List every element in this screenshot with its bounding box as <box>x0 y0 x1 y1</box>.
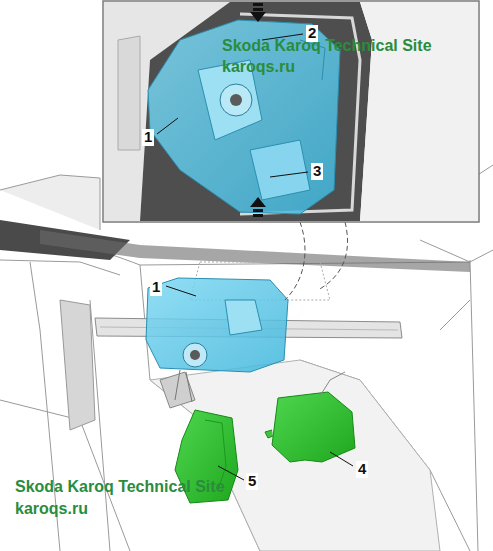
tail-light-lower <box>146 278 288 402</box>
callout-number: 1 <box>142 129 154 146</box>
watermark: karoqs.ru <box>222 58 295 76</box>
leader-lines <box>157 34 353 480</box>
trim-strip <box>95 262 402 338</box>
cover-4 <box>265 372 355 462</box>
trunk-floor <box>0 220 470 551</box>
zoom-leader <box>318 222 348 290</box>
watermark: Skoda Karoq Technical Site <box>222 37 432 55</box>
callout-number: 3 <box>311 163 323 180</box>
zoom-leader <box>285 222 305 300</box>
press-arrow <box>250 3 266 217</box>
callout-number: 4 <box>356 461 368 478</box>
callout-number: 1 <box>150 279 162 296</box>
watermark: Skoda Karoq Technical Site <box>15 478 225 496</box>
detail-inset <box>103 1 479 222</box>
watermark: karoqs.ru <box>15 500 88 518</box>
callout-number: 5 <box>246 473 258 490</box>
trunk-interior <box>0 165 493 551</box>
